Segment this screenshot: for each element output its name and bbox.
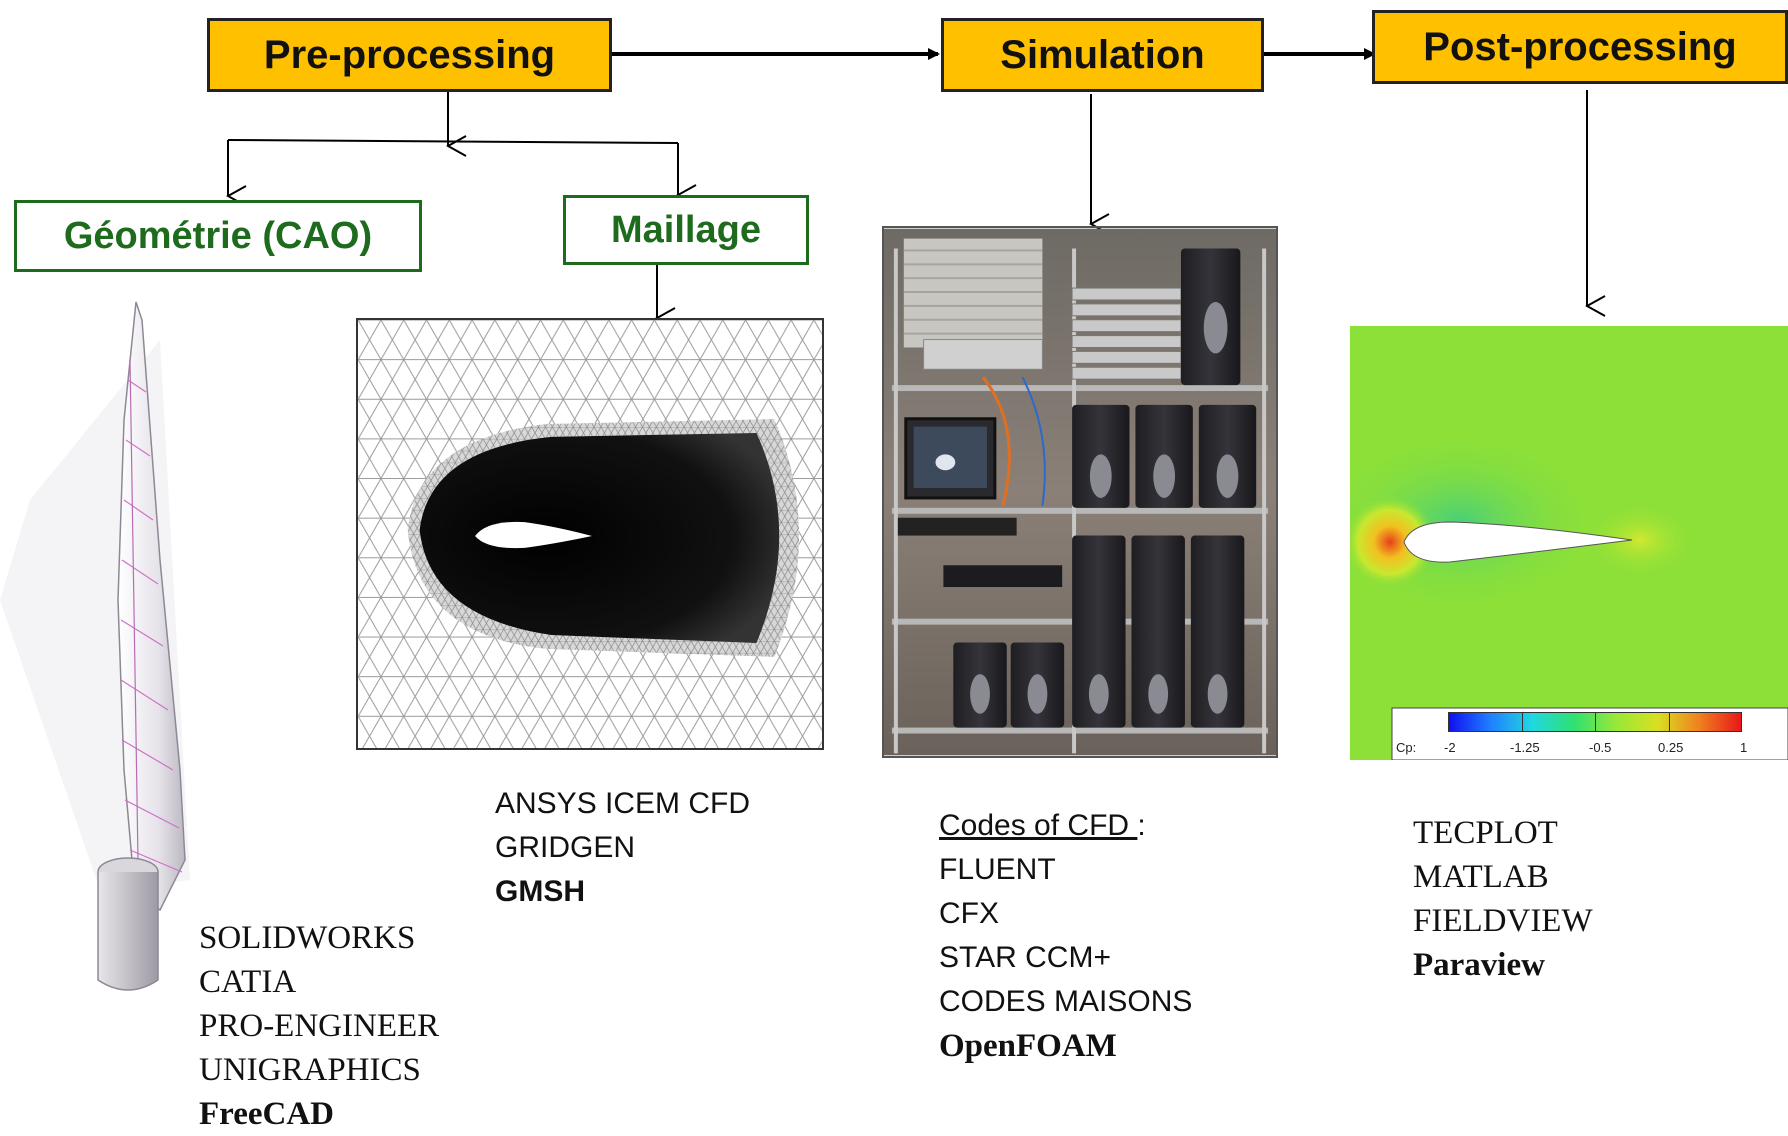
mesh-tools-list: ANSYS ICEM CFD GRIDGEN GMSH <box>495 782 750 914</box>
list-item: PRO-ENGINEER <box>199 1008 440 1044</box>
computer-cluster-icon <box>882 226 1278 758</box>
stage-pre-processing: Pre-processing <box>207 18 612 92</box>
list-item: SOLIDWORKS <box>199 920 416 956</box>
post-tools-list: TECPLOT MATLAB FIELDVIEW Paraview <box>1413 811 1593 987</box>
colorbar-tick: -1.25 <box>1510 740 1540 755</box>
list-item: CFX <box>939 897 999 930</box>
list-item: GMSH <box>495 875 585 908</box>
stage-simulation-label: Simulation <box>1000 32 1205 77</box>
colorbar-tick: 0.25 <box>1658 740 1684 755</box>
list-item: FIELDVIEW <box>1413 903 1593 939</box>
list-item: STAR CCM+ <box>939 941 1111 974</box>
stage-post-processing-label: Post-processing <box>1423 24 1737 69</box>
colorbar-tick: 1 <box>1740 740 1748 755</box>
wind-turbine-blade-icon <box>0 301 190 991</box>
stage-simulation: Simulation <box>941 18 1264 92</box>
stage-pre-processing-label: Pre-processing <box>263 32 556 77</box>
mesh-box: Maillage <box>563 195 809 265</box>
colorbar-label: Cp: <box>1396 740 1417 755</box>
list-item: GRIDGEN <box>495 831 636 864</box>
stage-post-processing: Post-processing <box>1372 10 1788 84</box>
colorbar-tick: -0.5 <box>1589 740 1612 755</box>
geometry-box-label: Géométrie (CAO) <box>63 214 373 257</box>
cfd-codes-title-text: Codes of CFD <box>939 809 1138 842</box>
colorbar-tick: -2 <box>1444 740 1456 755</box>
list-item: ANSYS ICEM CFD <box>495 787 751 820</box>
list-item: Paraview <box>1413 947 1545 983</box>
list-item: FreeCAD <box>199 1096 334 1132</box>
mesh-box-label: Maillage <box>611 208 761 251</box>
cfd-codes-title: Codes of CFD : <box>939 804 1192 848</box>
cfd-codes-title-colon: : <box>1137 809 1146 842</box>
colorbar <box>1448 712 1742 732</box>
cao-tools-list: SOLIDWORKS CATIA PRO-ENGINEER UNIGRAPHIC… <box>199 916 439 1136</box>
list-item: FLUENT <box>939 853 1056 886</box>
list-item: MATLAB <box>1413 859 1549 895</box>
cfd-tools-list: Codes of CFD : FLUENT CFX STAR CCM+ CODE… <box>939 804 1192 1068</box>
list-item: OpenFOAM <box>939 1028 1117 1064</box>
list-item: TECPLOT <box>1413 815 1558 851</box>
list-item: CATIA <box>199 964 297 1000</box>
pressure-field-icon: Cp: -2 -1.25 -0.5 0.25 1 <box>1350 326 1788 760</box>
list-item: UNIGRAPHICS <box>199 1052 421 1088</box>
geometry-box: Géométrie (CAO) <box>14 200 422 272</box>
list-item: CODES MAISONS <box>939 985 1193 1018</box>
airfoil-mesh-icon <box>356 318 824 750</box>
